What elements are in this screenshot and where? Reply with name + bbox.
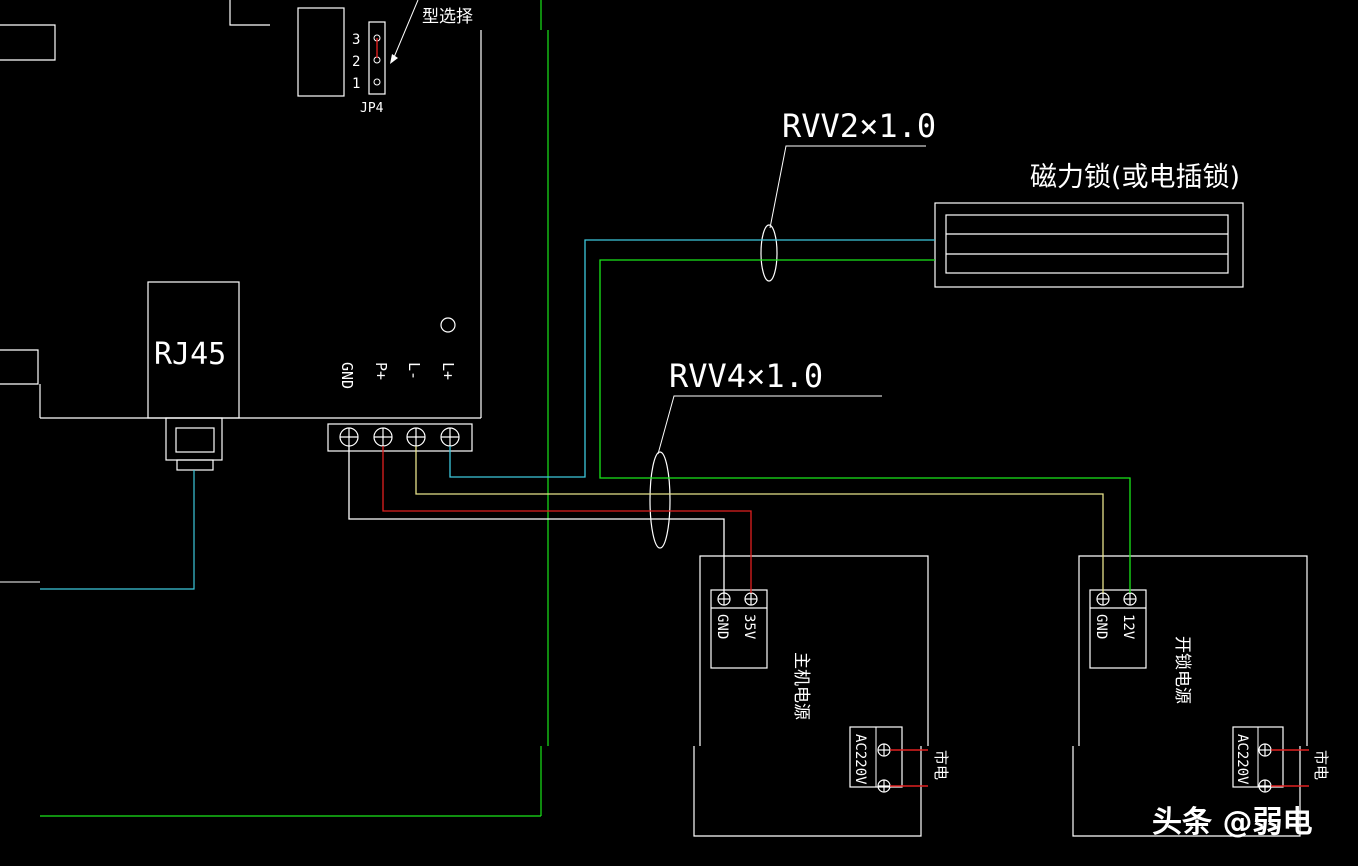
host-psu-ac-label: AC220V [852, 734, 868, 785]
lock-psu-name: 开锁电源 [1172, 636, 1192, 704]
controller-terminal-block: GND P+ L- L+ [327, 362, 473, 452]
host-power-supply: GND 35V 主机电源 AC220V 市电 [693, 555, 950, 837]
cable-main-annotation: RVV4×1.0 [649, 357, 882, 549]
cable-lock-annotation: RVV2×1.0 [760, 107, 936, 282]
terminal-l-plus-label: L+ [439, 362, 457, 380]
jumper-select-label: 型选择 [422, 7, 473, 27]
lock-psu-12v-label: 12V [1120, 614, 1136, 640]
wire-l-plus [449, 239, 935, 478]
wire-p-plus [382, 446, 752, 593]
jumper-pin-2: 2 [352, 54, 360, 70]
rj45-label: RJ45 [154, 337, 226, 372]
wire-l-minus [415, 446, 1104, 593]
jumper-jp4: 型选择 3 2 1 JP4 [352, 0, 473, 116]
cable-lock-label: RVV2×1.0 [782, 107, 936, 145]
magnetic-lock-label: 磁力锁(或电插锁) [1030, 162, 1240, 193]
host-psu-35v-label: 35V [741, 614, 757, 640]
cable-main-label: RVV4×1.0 [669, 357, 823, 395]
lock-mains-label: 市电 [1312, 750, 1330, 780]
jumper-name: JP4 [360, 101, 384, 116]
wire-lock-return [599, 259, 1131, 593]
rj45-connector: RJ45 [0, 281, 240, 590]
watermark: 头条 @弱电 [1152, 805, 1312, 840]
controller-board [0, 0, 482, 419]
magnetic-lock: 磁力锁(或电插锁) [934, 162, 1244, 288]
terminal-gnd-label: GND [338, 362, 356, 389]
jumper-pin-3: 3 [352, 32, 360, 48]
jumper-pin-1: 1 [352, 76, 360, 92]
cabinet-outline [40, 0, 549, 817]
terminal-l-minus-label: L- [405, 362, 423, 380]
lock-psu-gnd-label: GND [1093, 614, 1109, 639]
host-psu-gnd-label: GND [714, 614, 730, 639]
terminal-p-plus-label: P+ [372, 362, 390, 380]
wire-gnd [348, 446, 725, 593]
host-psu-name: 主机电源 [791, 652, 811, 720]
lock-psu-ac-label: AC220V [1234, 734, 1250, 785]
host-mains-label: 市电 [932, 750, 950, 780]
wires [348, 239, 1131, 593]
lock-power-supply: GND 12V 开锁电源 AC220V 市电 [1072, 555, 1330, 837]
